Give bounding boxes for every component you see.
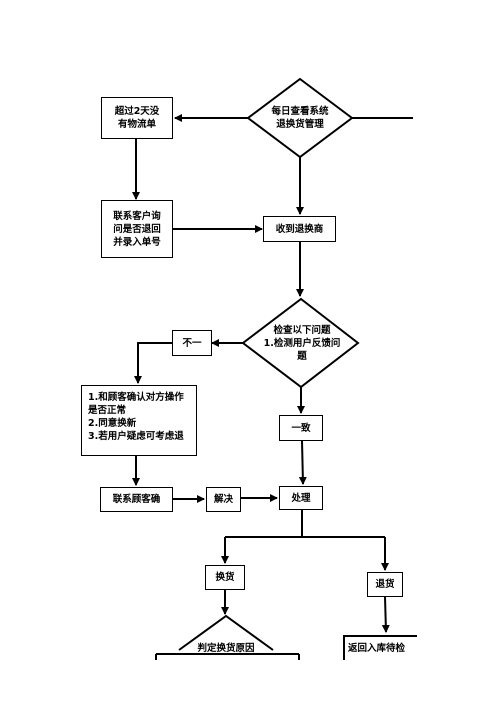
judge-reason-text: 判定换货原因 (197, 643, 255, 654)
contact-confirm-box: 联系顾客确 (100, 487, 173, 512)
confirm-steps-box: 1.和顾客确认对方操作 是否正常 2.同意换新 3.若用户疑虑可考虑退 (81, 385, 197, 456)
mismatch-box: 不一 (172, 330, 212, 356)
return-warehouse-text: 返回入库待检 (348, 643, 406, 654)
match-box: 一致 (279, 415, 323, 441)
return-goods-box: 退货 (367, 572, 403, 597)
over-2-days-box: 超过2天没 有物流单 (101, 97, 173, 139)
daily-check-text: 每日查看系统 退换货管理 (271, 106, 329, 130)
exchange-box: 换货 (205, 565, 245, 590)
contact-customer-box: 联系客户询 问是否退回 并录入单号 (101, 200, 173, 258)
resolve-box: 解决 (206, 487, 241, 512)
check-issues-text: 检查以下问题 1.检测用户反馈问 题 (263, 325, 341, 362)
process-box: 处理 (279, 486, 323, 510)
decision-diamond-judge-reason (178, 614, 274, 651)
receive-return-box: 收到退换商 (263, 216, 336, 242)
